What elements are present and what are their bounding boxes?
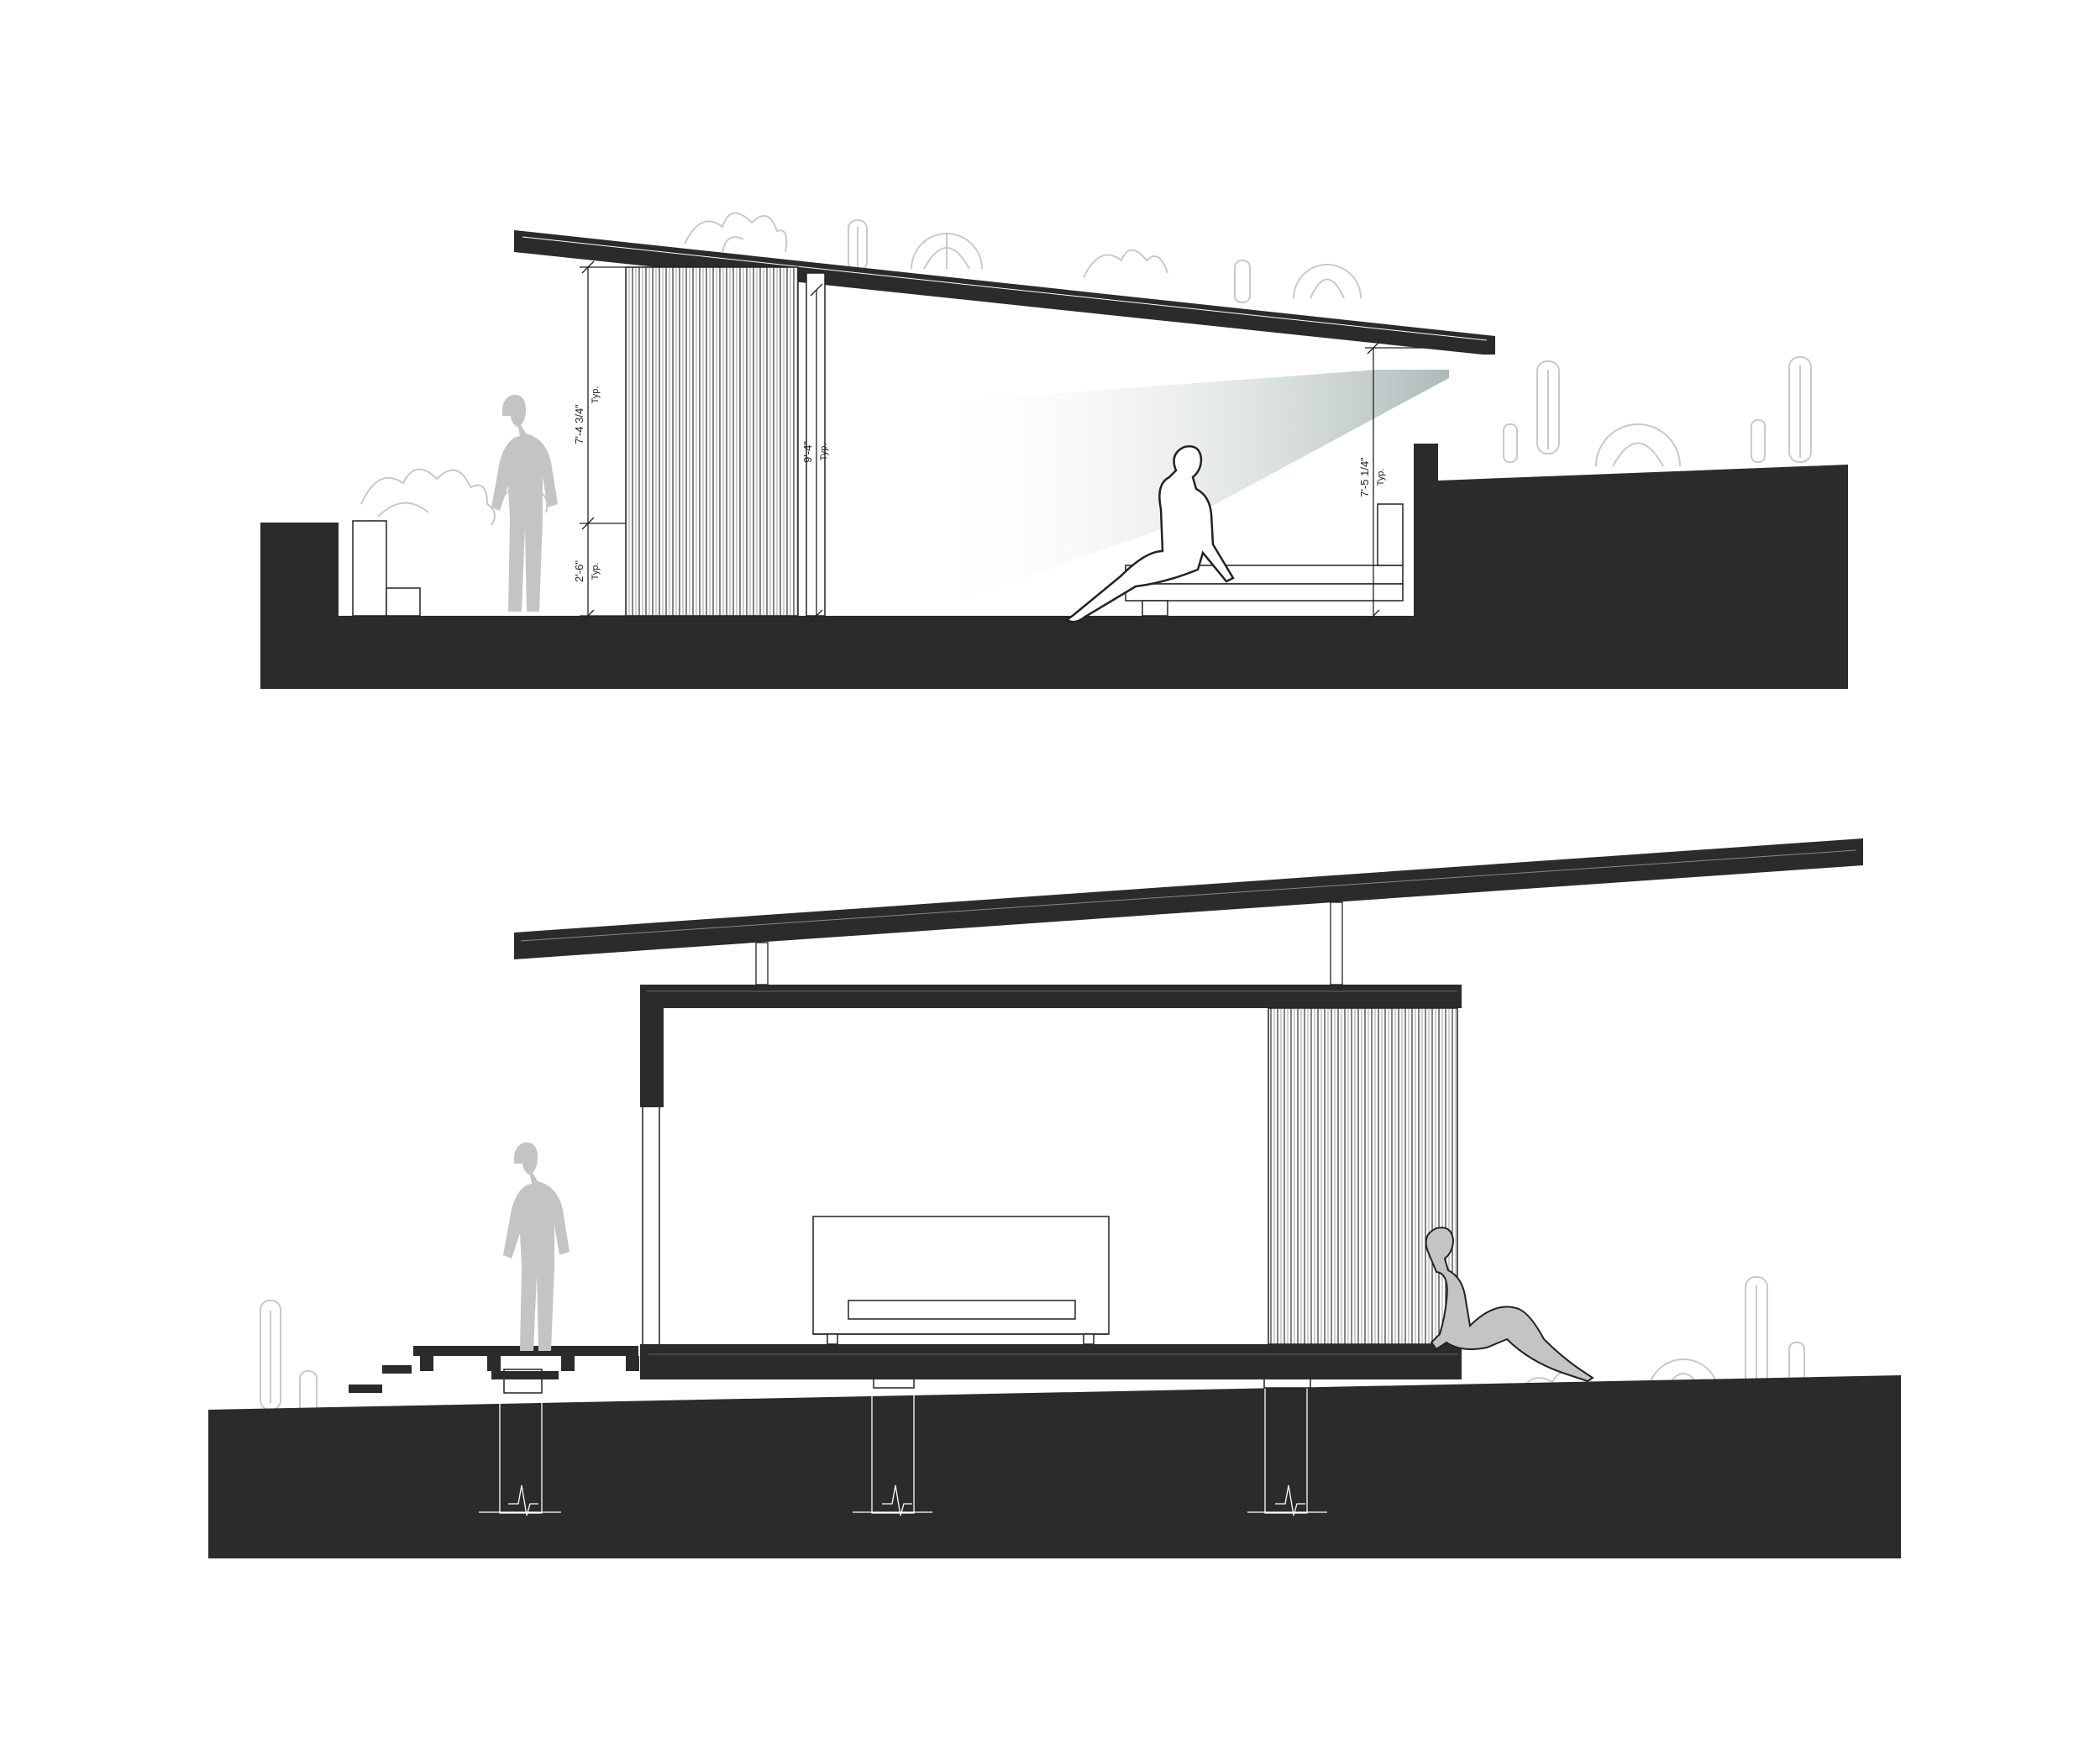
glass-panel-section-a [806,272,826,617]
ceiling-frame-section-b [640,985,1462,1107]
louver-screen-section-b [1268,1007,1458,1345]
ground-poche-section-a [260,444,1848,689]
dim-label-3: 9'-4" [801,441,814,463]
bed-section-b [812,1216,1110,1345]
roof-slab-section-b [514,838,1863,959]
section-b [208,838,1901,1558]
standing-person-section-a [491,394,558,612]
dim-label-1: 7'-4 3/4" [573,404,585,444]
standing-person-section-b [503,1142,570,1351]
section-a: 7'-4 3/4" Typ. 2'-6" Typ. 9'-4" Typ. 7'-… [260,212,1848,689]
dim-note-3: Typ. [819,444,829,461]
deck-section-b [349,1346,639,1393]
roof-posts-section-b [755,901,1343,985]
roof-slab-section-a [514,230,1495,355]
louver-screen-section-a [625,266,799,617]
dimension-lines-section-a [580,260,1449,623]
dim-note-4: Typ. [1376,469,1386,486]
seated-person-section-b [1425,1227,1594,1383]
dim-note-2: Typ. [591,563,601,581]
dim-note-1: Typ. [591,386,601,404]
floor-slab-section-b [640,1344,1462,1379]
dim-label-4: 7'-5 1/4" [1358,457,1371,497]
foundations-section-b [479,1377,1327,1516]
seated-person-section-a [1064,445,1235,623]
dimension-labels-section-a: 7'-4 3/4" Typ. 2'-6" Typ. 9'-4" Typ. 7'-… [573,386,1386,582]
dim-label-2: 2'-6" [573,560,585,582]
ground-poche-section-b [208,1375,1901,1558]
